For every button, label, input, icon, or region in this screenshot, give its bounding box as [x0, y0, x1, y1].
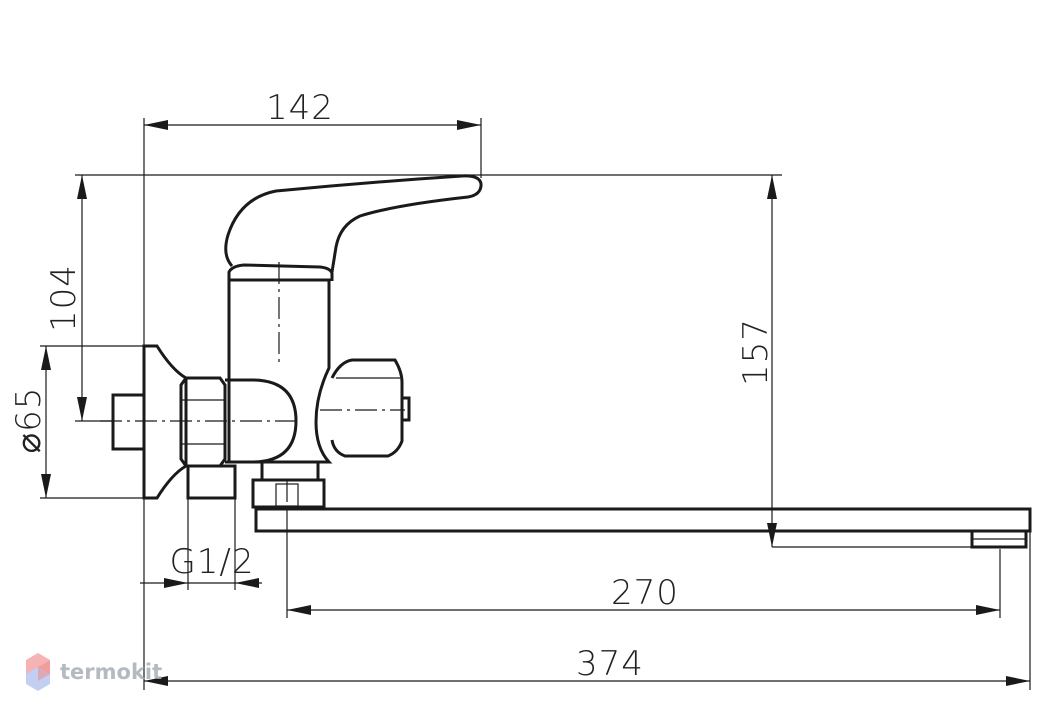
hexagon-logo-icon [26, 653, 50, 691]
spout-collar [251, 478, 326, 509]
hex-nut [179, 376, 227, 468]
dimension-104: 104 [44, 264, 84, 332]
mixer-body [227, 278, 333, 464]
dimension-g12: G1/2 [169, 542, 254, 582]
faucet-outline [111, 174, 1032, 549]
spout-tube [254, 507, 1032, 533]
dimension-142: 142 [266, 88, 334, 128]
spout-swivel [260, 460, 320, 482]
extension-lines [40, 118, 1031, 690]
g12-outlet [186, 464, 237, 500]
termokit-watermark: termokit [26, 653, 162, 691]
cartridge-collar [227, 263, 334, 281]
watermark-brand: termokit [60, 660, 162, 684]
dimension-labels: 142 104 ⌀65 157 G1/2 270 374 [9, 88, 776, 684]
lever-handle [224, 174, 483, 273]
center-lines [100, 262, 405, 510]
dimension-diameter-65: ⌀65 [9, 387, 49, 454]
dimension-270: 270 [611, 573, 679, 613]
wall-pipe-stub [111, 393, 146, 451]
dimension-lines [41, 120, 1030, 686]
dimension-157: 157 [736, 318, 776, 386]
dimension-374: 374 [576, 644, 644, 684]
diverter-knob [330, 358, 404, 458]
